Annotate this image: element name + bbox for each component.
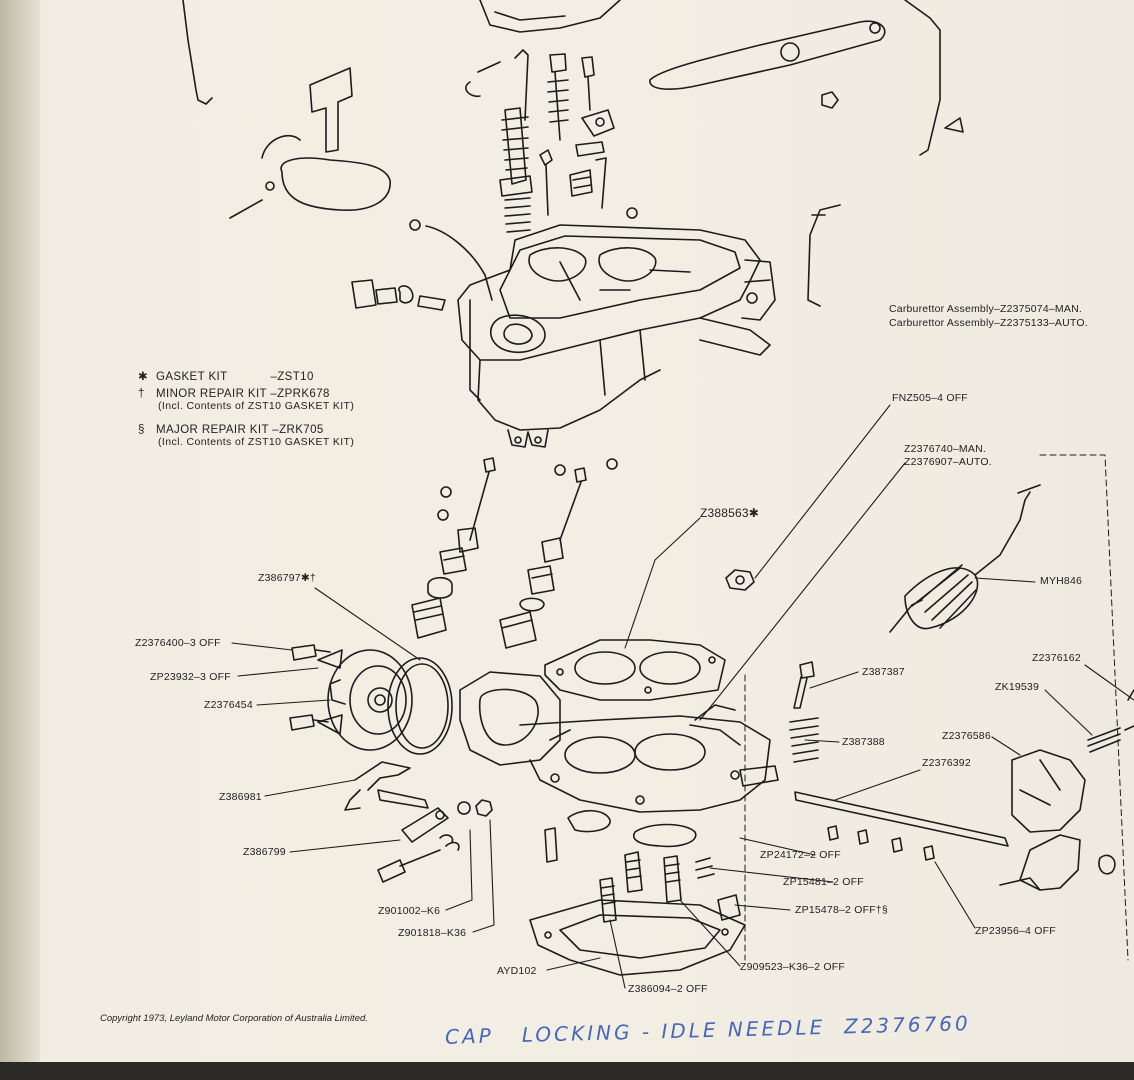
part-label-z386981: Z386981 <box>219 791 262 803</box>
part-label-fnz505: FNZ505–4 OFF <box>892 392 968 404</box>
return-spring <box>889 484 1041 633</box>
throttle-wire-top <box>904 0 964 156</box>
part-label-z2376454: Z2376454 <box>204 699 253 711</box>
adjusting-screws <box>789 661 1009 861</box>
pump-lever <box>649 20 886 109</box>
part-label-z2376586: Z2376586 <box>942 730 991 742</box>
part-label-z386094: Z386094–2 OFF <box>628 983 708 995</box>
assembly-manual-label: Carburettor Assembly–Z2375074–MAN. <box>889 303 1082 315</box>
legend-gasket-kit: ✱ GASKET KIT –ZST10 <box>138 369 314 383</box>
minor-kit-note: (Incl. Contents of ZST10 GASKET KIT) <box>158 400 355 412</box>
fuel-inlet-fitting <box>351 279 446 311</box>
fast-idle-rod <box>807 204 841 307</box>
copyright-notice: Copyright 1973, Leyland Motor Corporatio… <box>100 1013 368 1024</box>
pump-plunger-parts <box>409 49 638 301</box>
minor-kit-text: MINOR REPAIR KIT –ZPRK678 <box>156 388 330 400</box>
part-label-z2376392: Z2376392 <box>922 757 971 769</box>
leader-box <box>744 454 1129 961</box>
part-label-z2376907: Z2376907–AUTO. <box>904 456 992 468</box>
page-bottom-edge <box>0 1062 1134 1080</box>
nut-and-gasket <box>544 569 755 701</box>
part-label-z387388: Z387388 <box>842 736 885 748</box>
major-kit-text: MAJOR REPAIR KIT –ZRK705 <box>156 424 324 436</box>
base-gasket-and-studs <box>529 809 746 976</box>
gasket-kit-text: GASKET KIT –ZST10 <box>156 371 314 383</box>
part-label-zp23956: ZP23956–4 OFF <box>975 925 1056 937</box>
part-label-z901002: Z901002–K6 <box>378 905 441 917</box>
part-label-ayd102: AYD102 <box>497 965 537 977</box>
choke-element <box>229 134 391 219</box>
top-cover <box>479 0 621 33</box>
part-label-z2376162: Z2376162 <box>1032 652 1081 664</box>
jet-assemblies <box>411 457 618 649</box>
part-label-z387387: Z387387 <box>862 666 905 678</box>
part-label-z386799: Z386799 <box>243 846 286 858</box>
major-symbol: § <box>138 424 145 436</box>
part-label-zp24172: ZP24172–2 OFF <box>760 849 841 861</box>
page-gutter <box>0 0 40 1080</box>
choke-wire-left <box>182 0 213 105</box>
part-label-zp15478: ZP15478–2 OFF†§ <box>795 904 888 916</box>
carburettor-upper-body <box>457 224 776 448</box>
part-label-myh846: MYH846 <box>1040 575 1083 587</box>
part-label-z2376740: Z2376740–MAN. <box>904 443 986 455</box>
part-label-z901818: Z901818–K36 <box>398 927 467 939</box>
part-label-zk19539: ZK19539 <box>995 681 1040 693</box>
part-label-z388563: Z388563✱ <box>700 506 760 520</box>
part-label-z2376400: Z2376400–3 OFF <box>135 637 221 649</box>
throttle-body <box>459 671 779 813</box>
part-label-z909523: Z909523–K36–2 OFF <box>740 961 845 973</box>
minor-symbol: † <box>138 388 145 400</box>
throttle-lever-right <box>999 689 1134 891</box>
part-label-zp23932: ZP23932–3 OFF <box>150 671 231 683</box>
lower-left-parts <box>344 761 493 883</box>
part-label-z386797: Z386797✱† <box>258 572 316 584</box>
bracket-upper-left <box>309 67 353 153</box>
assembly-auto-label: Carburettor Assembly–Z2375133–AUTO. <box>889 317 1088 329</box>
legend-major-kit: § MAJOR REPAIR KIT –ZRK705 (Incl. Content… <box>138 424 354 448</box>
part-label-zp15481: ZP15481–2 OFF <box>783 876 864 888</box>
choke-housing <box>289 644 453 755</box>
major-kit-note: (Incl. Contents of ZST10 GASKET KIT) <box>158 436 355 448</box>
leader-lines <box>231 404 1134 989</box>
gasket-symbol: ✱ <box>138 371 149 383</box>
legend-minor-kit: † MINOR REPAIR KIT –ZPRK678 (Incl. Conten… <box>138 388 354 412</box>
